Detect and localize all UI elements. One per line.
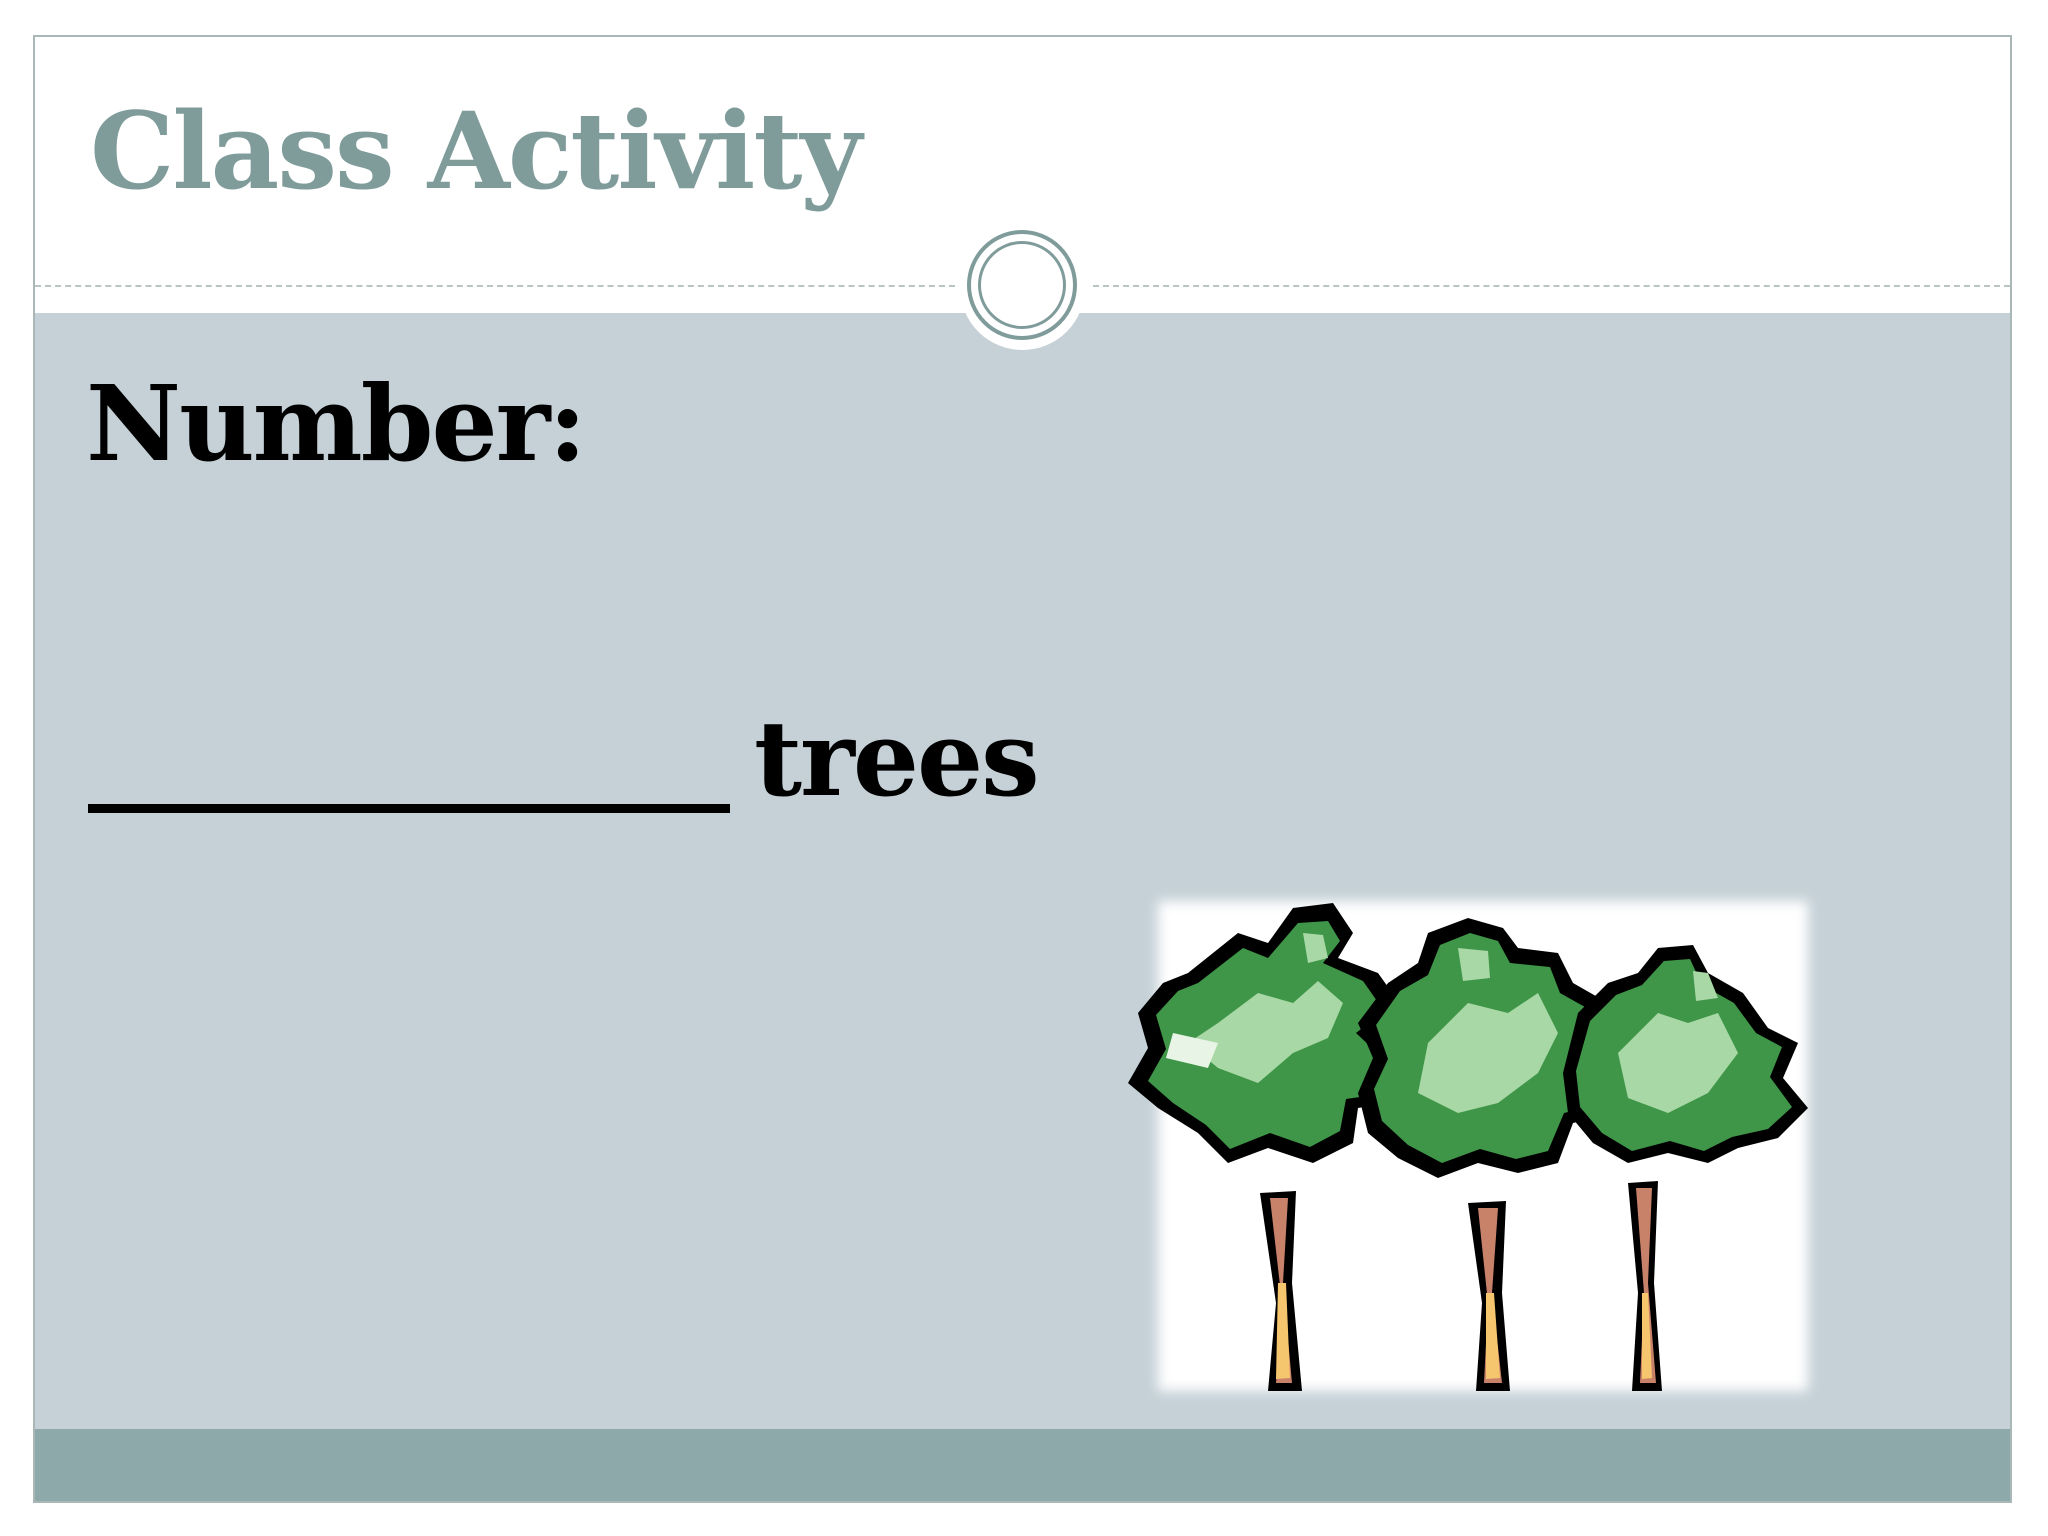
slide: Class Activity Number: trees <box>33 35 2012 1503</box>
header-divider-left <box>35 285 955 287</box>
tree-trunks <box>1260 1181 1662 1391</box>
trees-clipart-icon <box>1128 901 1808 1391</box>
footer-bar <box>35 1429 2010 1501</box>
tree-canopy-middle <box>1358 918 1628 1178</box>
trees-label: trees <box>754 697 1040 820</box>
slide-title: Class Activity <box>90 88 862 213</box>
tree-canopy-right <box>1563 945 1808 1163</box>
tree-canopy-left <box>1128 903 1408 1163</box>
ornament-inner-ring <box>978 241 1066 329</box>
header-divider-right <box>1093 285 2010 287</box>
answer-blank-line <box>88 804 730 813</box>
number-label: Number: <box>86 362 587 485</box>
